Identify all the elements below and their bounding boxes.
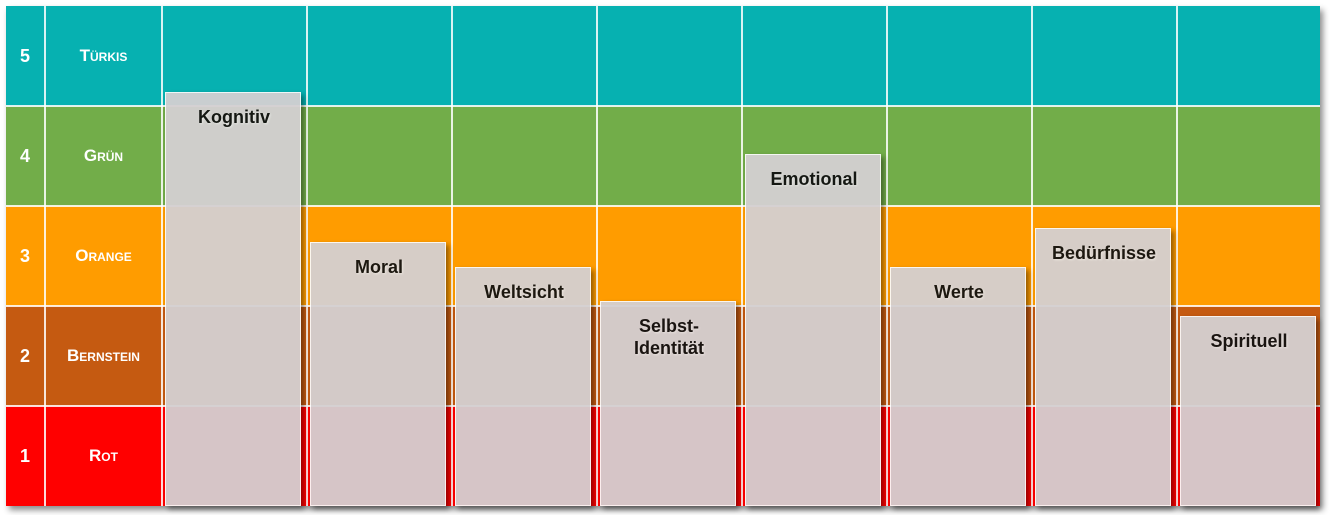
level-number: 3 (19, 246, 30, 266)
bar-label: Emotional (770, 169, 858, 189)
grid-line-vertical (161, 6, 163, 506)
grid-line-vertical (306, 6, 308, 506)
grid-line-vertical (451, 6, 453, 506)
levels-diagram: 5 Türkis 4 Grün 3 Orange 2 Bernstein 1 Rot Kogniti… (6, 6, 1320, 506)
grid-line-vertical (44, 6, 46, 506)
grid-line-vertical (741, 6, 743, 506)
bar-0: Kognitiv (165, 92, 301, 506)
level-number: 5 (19, 46, 30, 66)
bar-6: Bedürfnisse (1035, 228, 1171, 506)
bar-3: Selbst- Identität (600, 301, 736, 506)
bar-label: Kognitiv (198, 107, 270, 127)
bar-label: Moral (354, 257, 403, 277)
bar-label: Spirituell (1210, 331, 1288, 351)
level-number: 4 (19, 146, 30, 166)
grid-line-horizontal (6, 205, 1320, 207)
bar-label: Selbst- Identität (634, 316, 704, 358)
bar-label: Bedürfnisse (1051, 243, 1157, 263)
level-name: Bernstein (67, 346, 140, 365)
grid-line-vertical (1031, 6, 1033, 506)
level-name: Orange (75, 246, 132, 265)
bar-4: Emotional (745, 154, 881, 506)
bar-label: Weltsicht (484, 282, 564, 302)
level-number: 1 (19, 446, 30, 466)
grid-line-vertical (886, 6, 888, 506)
bar-5: Werte (890, 267, 1026, 506)
bar-7: Spirituell (1180, 316, 1316, 506)
grid-line-horizontal (6, 105, 1320, 107)
level-band-5: 5 Türkis (6, 6, 1320, 106)
level-name: Rot (89, 446, 118, 465)
level-name: Grün (83, 146, 124, 165)
bar-2: Weltsicht (455, 267, 591, 506)
level-number: 2 (19, 346, 30, 366)
grid-line-vertical (1176, 6, 1178, 506)
bar-1: Moral (310, 242, 446, 506)
bar-label: Werte (934, 282, 984, 302)
grid-line-vertical (596, 6, 598, 506)
level-name: Türkis (79, 46, 128, 65)
